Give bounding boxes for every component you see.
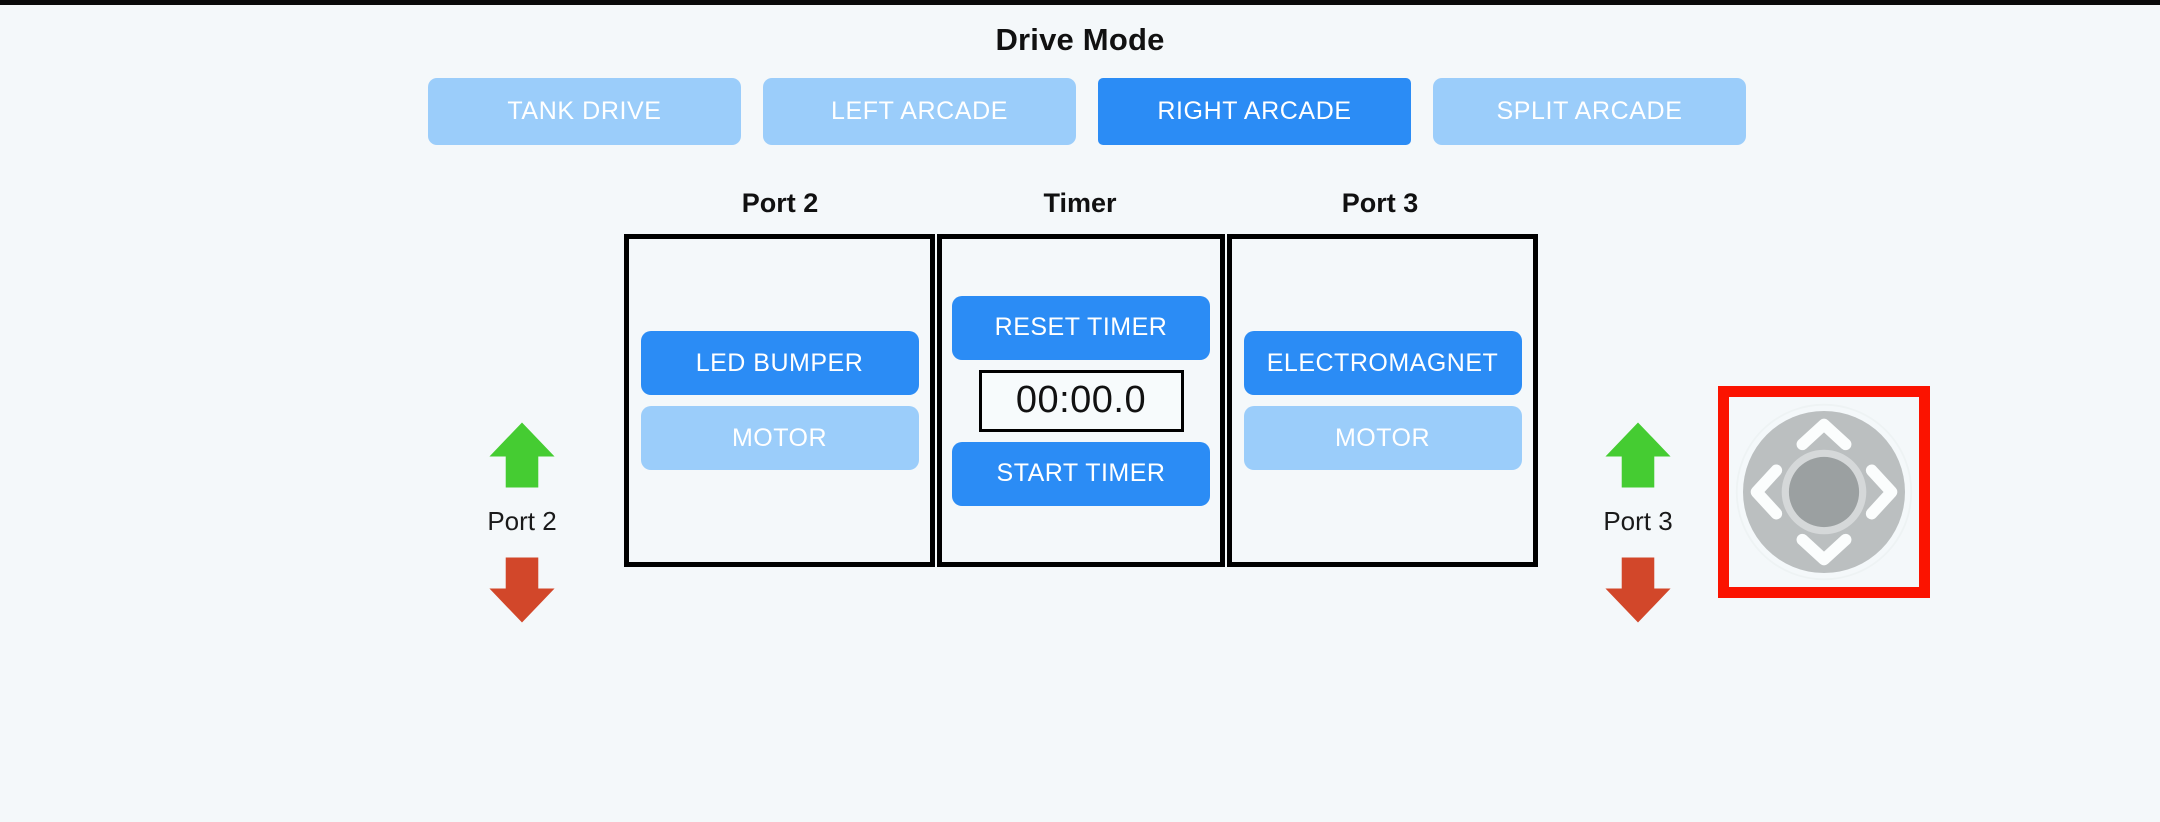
reset-timer-button[interactable]: RESET TIMER: [952, 295, 1210, 360]
timer-display: 00:00.0: [978, 369, 1184, 432]
panel-timer: RESET TIMER 00:00.0 START TIMER: [937, 234, 1225, 567]
dpad-down-icon[interactable]: [1796, 533, 1852, 566]
port3-electromagnet-button[interactable]: ELECTROMAGNET: [1243, 331, 1522, 395]
drive-mode-option-right-arcade[interactable]: RIGHT ARCADE: [1098, 78, 1411, 145]
panel-headings-row: Port 2 Timer Port 3: [624, 188, 1536, 219]
port2-led-bumper-button[interactable]: LED BUMPER: [640, 331, 919, 395]
arrow-down-icon: [489, 557, 555, 623]
top-black-strip: [0, 0, 2160, 5]
panel-port3: ELECTROMAGNET MOTOR: [1227, 234, 1538, 567]
drive-mode-option-left-arcade[interactable]: LEFT ARCADE: [763, 78, 1076, 145]
page-title: Drive Mode: [995, 22, 1165, 57]
dpad-outer-halo: [1735, 403, 1913, 581]
panel-heading-port3: Port 3: [1341, 188, 1419, 218]
start-timer-button[interactable]: START TIMER: [952, 441, 1210, 506]
port2-direction-indicator: Port 2: [437, 418, 607, 627]
drive-mode-selector: TANK DRIVE LEFT ARCADE RIGHT ARCADE SPLI…: [428, 78, 1746, 145]
arrow-up-icon: [489, 422, 555, 488]
drive-mode-option-split-arcade[interactable]: SPLIT ARCADE: [1433, 78, 1746, 145]
arrow-down-icon: [1605, 557, 1671, 623]
port3-motor-button[interactable]: MOTOR: [1243, 406, 1522, 470]
panels-row: LED BUMPER MOTOR RESET TIMER 00:00.0 STA…: [624, 234, 1538, 567]
panel-port2: LED BUMPER MOTOR: [624, 234, 935, 567]
dpad-center-button[interactable]: [1788, 456, 1860, 528]
panel-heading-port2: Port 2: [741, 188, 819, 218]
port3-indicator-label: Port 3: [1603, 506, 1673, 536]
dpad-container[interactable]: [1718, 386, 1930, 598]
port2-motor-button[interactable]: MOTOR: [640, 406, 919, 470]
dpad-joystick-icon[interactable]: [1734, 402, 1914, 582]
arrow-up-icon: [1605, 422, 1671, 488]
port3-direction-indicator: Port 3: [1553, 418, 1723, 627]
port2-indicator-label: Port 2: [487, 506, 557, 536]
dpad-left-icon[interactable]: [1750, 464, 1783, 520]
dpad-right-icon[interactable]: [1865, 464, 1898, 520]
drive-mode-option-tank-drive[interactable]: TANK DRIVE: [428, 78, 741, 145]
panel-heading-timer: Timer: [1043, 188, 1117, 218]
dpad-up-icon[interactable]: [1796, 418, 1852, 451]
